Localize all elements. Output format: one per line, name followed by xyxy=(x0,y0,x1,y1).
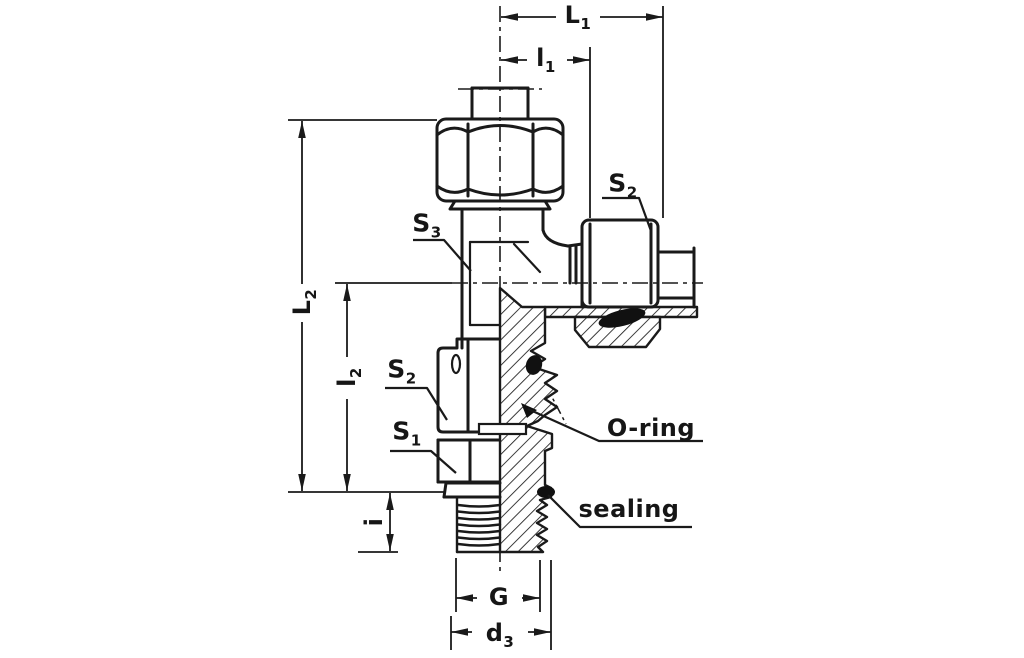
thread-collar xyxy=(442,481,502,499)
dim-label-L1: L1 xyxy=(564,1,592,33)
o-ring-seal xyxy=(525,355,543,375)
dimension-lines xyxy=(298,13,663,636)
threaded-stud xyxy=(455,495,502,554)
leader-sealing xyxy=(547,494,692,529)
side-port-seal xyxy=(598,308,646,328)
callout-label-S2-lower: S2 xyxy=(387,354,417,388)
fitting-outline xyxy=(435,86,696,554)
leader-S2-lower xyxy=(385,386,448,421)
leader-S3 xyxy=(413,238,472,272)
leader-S1 xyxy=(390,449,457,474)
tube-stub xyxy=(470,86,530,120)
extension-lines xyxy=(288,6,664,650)
dim-label-i: i xyxy=(360,517,388,527)
sealing-ring xyxy=(537,486,555,498)
side-hex-nut xyxy=(580,218,660,309)
dim-label-l2: l2 xyxy=(333,367,365,387)
side-pipe xyxy=(656,246,696,309)
top-flange xyxy=(448,199,552,211)
lower-s2-nut xyxy=(436,337,501,434)
dim-label-G: G xyxy=(488,583,510,611)
body-stud-section xyxy=(498,286,559,554)
callout-label-S2-side: S2 xyxy=(608,168,638,202)
bore-lines xyxy=(468,240,542,327)
callout-label-sealing: sealing xyxy=(578,495,680,523)
seal-elements xyxy=(521,308,646,498)
side-nut-section xyxy=(573,315,662,349)
callout-label-S1: S1 xyxy=(392,416,422,450)
callout-leaders xyxy=(385,196,703,529)
callout-label-S3: S3 xyxy=(412,208,442,242)
s1-nut xyxy=(436,438,501,484)
centerlines xyxy=(452,6,703,576)
leader-o-ring xyxy=(527,407,703,443)
dim-label-d3: d3 xyxy=(485,619,515,651)
callout-label-o-ring: O-ring xyxy=(606,414,696,442)
dim-label-l1: l1 xyxy=(536,44,556,76)
leader-S2-side xyxy=(602,196,653,232)
dim-label-L2: L2 xyxy=(288,288,320,316)
washer-tab xyxy=(477,422,528,436)
nut-highlight-oval xyxy=(450,353,462,375)
